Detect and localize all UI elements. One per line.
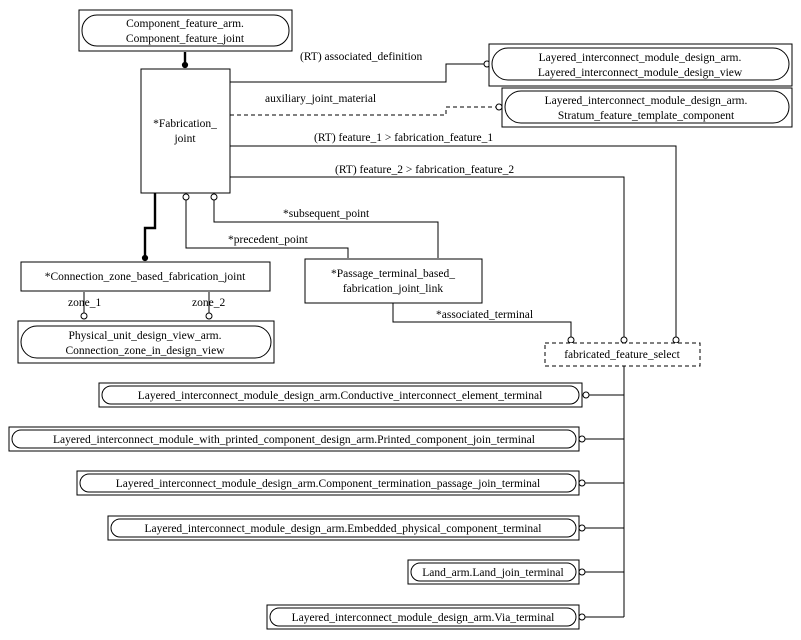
label-precedent-point: *precedent_point <box>228 234 309 246</box>
entity-cz-design-view-line2: Connection_zone_in_design_view <box>65 345 225 357</box>
select-label: fabricated_feature_select <box>564 349 680 361</box>
subtype-line-connection-zone <box>143 193 157 258</box>
label-associated-definition: (RT) associated_definition <box>300 51 423 63</box>
select-item-5-label: Land_arm.Land_join_terminal <box>422 567 563 579</box>
entity-connection-zone-joint-label: *Connection_zone_based_fabrication_joint <box>45 271 246 283</box>
select-item-land-join-terminal[interactable]: Land_arm.Land_join_terminal <box>407 559 580 585</box>
end-associated-terminal <box>567 336 575 344</box>
entity-limd-view[interactable]: Layered_interconnect_module_design_arm. … <box>488 43 793 87</box>
start-precedent-point <box>182 193 190 201</box>
entity-component-feature-line2: Component_feature_joint <box>126 33 245 45</box>
supertype-dot-component-feature <box>181 61 189 69</box>
select-item-6-label: Layered_interconnect_module_design_arm.V… <box>292 612 555 624</box>
entity-cz-design-view-line1: Physical_unit_design_view_arm. <box>69 330 222 342</box>
entity-stratum-template-line2: Stratum_feature_template_component <box>558 110 735 122</box>
select-item-4-label: Layered_interconnect_module_design_arm.E… <box>145 523 542 535</box>
end-zone-2 <box>205 312 213 320</box>
select-item-component-termination-passage-join-terminal[interactable]: Layered_interconnect_module_design_arm.C… <box>76 470 580 496</box>
entity-connection-zone-in-design-view[interactable]: Physical_unit_design_view_arm. Connectio… <box>17 320 275 364</box>
entity-component-feature-joint[interactable]: Component_feature_arm. Component_feature… <box>78 9 293 52</box>
end-select-3 <box>578 479 586 487</box>
entity-stratum-template[interactable]: Layered_interconnect_module_design_arm. … <box>501 87 793 128</box>
select-item-via-terminal[interactable]: Layered_interconnect_module_design_arm.V… <box>266 604 580 630</box>
select-item-1-label: Layered_interconnect_module_design_arm.C… <box>138 390 543 402</box>
subtype-dot-connection-zone <box>141 254 149 262</box>
entity-passage-terminal-link[interactable]: *Passage_terminal_based_ fabrication_joi… <box>304 258 483 304</box>
end-zone-1 <box>80 312 88 320</box>
end-auxiliary-joint-material <box>495 103 503 111</box>
line-feature-2 <box>230 176 625 337</box>
entity-fabricated-feature-select[interactable]: fabricated_feature_select <box>544 342 701 367</box>
label-associated-terminal: *associated_terminal <box>436 309 533 321</box>
line-associated-terminal <box>392 303 572 337</box>
end-select-2 <box>578 435 586 443</box>
entity-component-feature-line1: Component_feature_arm. <box>126 18 244 30</box>
select-item-3-label: Layered_interconnect_module_design_arm.C… <box>116 478 540 490</box>
label-zone-1: zone_1 <box>68 297 101 309</box>
line-feature-1 <box>230 145 677 337</box>
start-subsequent-point <box>210 193 218 201</box>
entity-stratum-template-line1: Layered_interconnect_module_design_arm. <box>545 95 748 107</box>
label-feature-2: (RT) feature_2 > fabrication_feature_2 <box>335 164 514 176</box>
end-feature-2 <box>620 336 628 344</box>
select-item-printed-component-join-terminal[interactable]: Layered_interconnect_module_with_printed… <box>8 426 580 452</box>
select-item-2-label: Layered_interconnect_module_with_printed… <box>53 434 535 446</box>
label-subsequent-point: *subsequent_point <box>283 208 370 220</box>
line-associated-definition <box>230 63 484 83</box>
entity-fabrication-joint-line2: joint <box>173 133 196 145</box>
end-select-6 <box>578 613 586 621</box>
end-select-5 <box>578 568 586 576</box>
entity-fabrication-joint[interactable]: *Fabrication_ joint <box>140 68 231 194</box>
label-auxiliary-joint-material: auxiliary_joint_material <box>265 93 376 105</box>
label-feature-1: (RT) feature_1 > fabrication_feature_1 <box>314 132 493 144</box>
select-item-embedded-physical-component-terminal[interactable]: Layered_interconnect_module_design_arm.E… <box>107 515 580 541</box>
entity-passage-terminal-link-line2: fabrication_joint_link <box>343 283 444 295</box>
entity-passage-terminal-link-line1: *Passage_terminal_based_ <box>331 268 455 280</box>
end-select-1 <box>582 391 590 399</box>
entity-limd-view-line2: Layered_interconnect_module_design_view <box>538 67 743 79</box>
entity-fabrication-joint-line1: *Fabrication_ <box>153 118 217 130</box>
end-feature-1 <box>672 336 680 344</box>
line-auxiliary-joint-material <box>230 106 496 116</box>
line-precedent-point <box>185 200 349 258</box>
end-select-4 <box>578 524 586 532</box>
entity-limd-view-line1: Layered_interconnect_module_design_arm. <box>539 52 742 64</box>
select-item-conductive-interconnect-terminal[interactable]: Layered_interconnect_module_design_arm.C… <box>98 382 583 408</box>
label-zone-2: zone_2 <box>192 297 225 309</box>
entity-connection-zone-joint[interactable]: *Connection_zone_based_fabrication_joint <box>20 261 271 292</box>
line-subsequent-point <box>213 200 439 258</box>
